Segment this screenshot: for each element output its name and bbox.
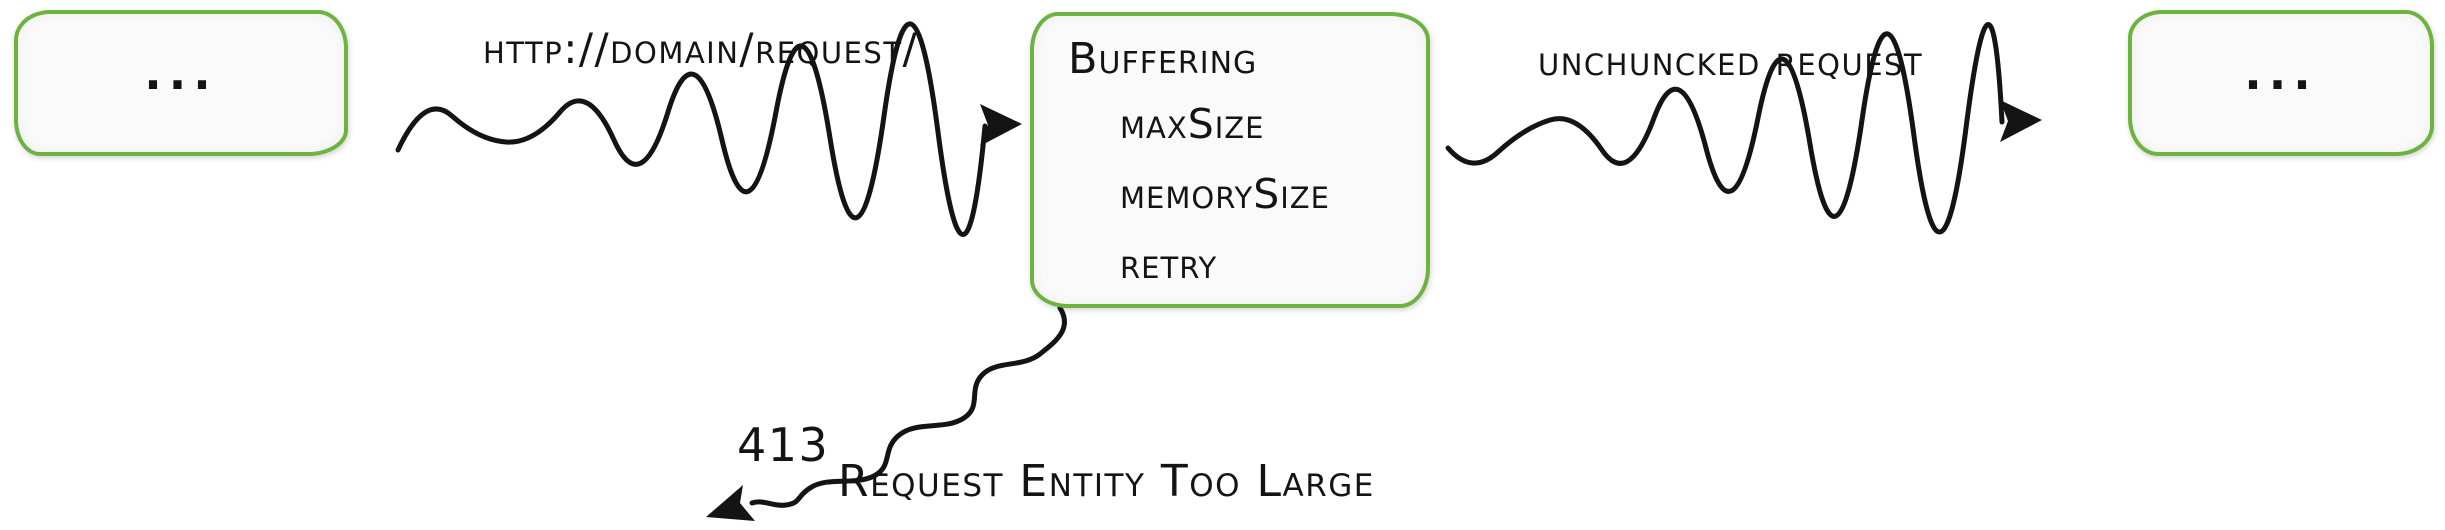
right-node-label: ... (2244, 46, 2318, 100)
unchunked-arrow-line (1445, 22, 2005, 235)
request-arrow-line (395, 21, 988, 237)
error-edge-label: Request Entity Too Large (838, 456, 1375, 507)
buffering-node-item-maxsize: maxSize (1120, 100, 1265, 148)
request-arrowhead-icon (980, 104, 1022, 146)
right-node: ... (2128, 10, 2434, 156)
buffering-node-title: Buffering (1068, 34, 1258, 84)
unchunked-edge-label: unchuncked request (1538, 36, 1924, 85)
error-code-label: 413 (737, 418, 830, 472)
error-arrowhead-icon (706, 485, 755, 521)
left-node-label: ... (144, 46, 218, 100)
error-arrow-line (749, 305, 1067, 508)
buffering-node-item-memorysize: memorySize (1120, 170, 1330, 218)
buffering-node: Buffering maxSize memorySize retry (1030, 12, 1430, 308)
buffering-node-item-retry: retry (1120, 240, 1218, 288)
left-node: ... (14, 10, 348, 156)
unchunked-arrowhead-icon (2000, 100, 2042, 142)
request-edge-label: http://domain/request/ (483, 24, 919, 73)
